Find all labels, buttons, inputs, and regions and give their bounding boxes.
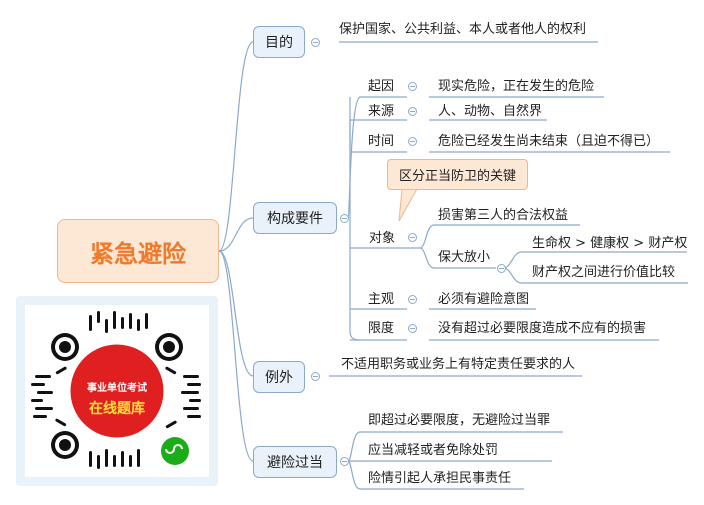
element-time-value: 危险已经发生尚未结束（且迫不得已） <box>438 134 660 149</box>
object-harm: 损害第三人的合法权益 <box>438 208 569 223</box>
element-subjective: 主观 <box>368 292 395 307</box>
element-source: 来源 <box>368 104 395 119</box>
collapse-icon[interactable] <box>311 38 320 47</box>
qr-badge-line2: 在线题库 <box>89 401 145 417</box>
collapse-icon[interactable] <box>340 214 349 223</box>
collapse-icon[interactable] <box>408 107 417 116</box>
branch-elements[interactable]: 构成要件 <box>253 202 337 234</box>
element-cause: 起因 <box>368 79 395 94</box>
collapse-icon[interactable] <box>408 233 417 242</box>
purpose-detail: 保护国家、公共利益、本人或者他人的权利 <box>339 22 587 37</box>
qr-card: 事业单位考试 在线题库 <box>16 296 218 486</box>
bigger-property: 财产权之间进行价值比较 <box>532 265 676 280</box>
element-subjective-value: 必须有避险意图 <box>438 292 530 307</box>
qr-code-icon <box>31 311 201 469</box>
excess-item: 险情引起人承担民事责任 <box>368 471 512 486</box>
element-limit-value: 没有超过必要限度造成不应有的损害 <box>438 321 647 336</box>
mini-program-icon <box>161 437 189 465</box>
collapse-icon[interactable] <box>408 324 417 333</box>
callout-pointer <box>398 188 418 222</box>
excess-item: 应当减轻或者免除处罚 <box>368 443 499 458</box>
element-object: 对象 <box>369 231 396 246</box>
collapse-icon[interactable] <box>497 264 506 273</box>
collapse-icon[interactable] <box>311 372 320 381</box>
branch-excess[interactable]: 避险过当 <box>253 446 337 478</box>
element-time: 时间 <box>368 134 395 149</box>
bigger-order: 生命权 > 健康权 > 财产权 <box>532 236 688 251</box>
qr-badge-line1: 事业单位考试 <box>87 383 147 394</box>
object-bigger: 保大放小 <box>438 250 491 265</box>
collapse-icon[interactable] <box>408 295 417 304</box>
excess-item: 即超过必要限度，无避险过当罪 <box>368 413 551 428</box>
collapse-icon[interactable] <box>340 457 349 466</box>
root-node[interactable]: 紧急避险 <box>57 219 219 283</box>
element-cause-value: 现实危险，正在发生的危险 <box>438 79 595 94</box>
exception-detail: 不适用职务或业务上有特定责任要求的人 <box>341 357 576 372</box>
branch-exception[interactable]: 例外 <box>253 361 305 393</box>
collapse-icon[interactable] <box>408 137 417 146</box>
branch-purpose[interactable]: 目的 <box>253 26 305 58</box>
element-source-value: 人、动物、自然界 <box>438 104 543 119</box>
collapse-icon[interactable] <box>408 82 417 91</box>
callout-note: 区分正当防卫的关键 <box>387 159 528 190</box>
element-limit: 限度 <box>368 321 395 336</box>
